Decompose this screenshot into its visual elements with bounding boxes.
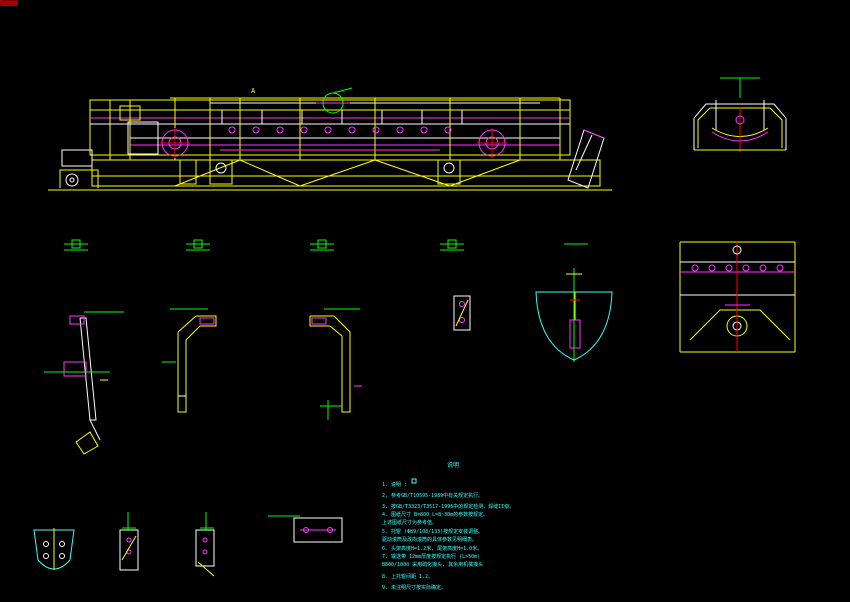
section-tag-1 [64, 239, 88, 251]
detail-part-base-plate [268, 515, 343, 543]
note-line: 5. 托辊 (Φ89/108/133)按规定安装调整。 [382, 528, 483, 535]
section-tag-4 [440, 239, 464, 251]
note-line: 1. 说明 : [382, 481, 407, 488]
detail-part-gusset [33, 528, 75, 570]
ucs-icon [0, 0, 18, 6]
detail-part-hopper [535, 268, 613, 362]
detail-part-bracket-3 [309, 308, 362, 420]
note-line: 上述图纸尺寸为参考值。 [382, 519, 437, 526]
conveyor-elevation-view [48, 87, 612, 191]
detail-part-clip-2 [195, 512, 215, 577]
end-cross-section-view [693, 77, 787, 152]
detail-part-plate [453, 295, 471, 331]
side-section-view [679, 241, 796, 353]
note-line: B800/1000 采用硫化接头, 其余用机械接头 [382, 561, 483, 568]
section-tags [64, 239, 588, 251]
note-line: 4. 图纸尺寸 B=800 L=8~30m的参数按规定。 [382, 511, 488, 518]
detail-part-clip-1 [119, 512, 139, 571]
detail-part-bracket-1 [44, 311, 124, 455]
note-line: 7. 输送带 12mm厚度按规定执行 (L>50m) [382, 553, 480, 560]
section-tag-2 [186, 239, 210, 251]
note-line: 9. 未注明尺寸按实际确定。 [382, 584, 446, 591]
note-line: 驱动滚筒及改向滚筒的具体参数见明细表。 [382, 536, 477, 543]
notes-lines: 1. 说明 : 2. 参考GB/T10595-1989中有关规定执行。 3. 按… [382, 481, 514, 591]
view-label-a: A [251, 87, 256, 95]
note-line: 8. 上托辊间距 1.2。 [382, 573, 433, 580]
note-line: 3. 按GB/T3323/T3517-1996中的规定检测，焊缝II级。 [382, 503, 514, 510]
notes-marker [411, 478, 417, 484]
notes-title: 说明 [447, 461, 459, 469]
note-line: 6. 头架高度H=1.2米, 尾架高度H=1.0米。 [382, 545, 482, 552]
section-tag-3 [310, 239, 334, 251]
note-line: 2. 参考GB/T10595-1989中有关规定执行。 [382, 492, 483, 499]
detail-part-bracket-2 [162, 308, 217, 413]
